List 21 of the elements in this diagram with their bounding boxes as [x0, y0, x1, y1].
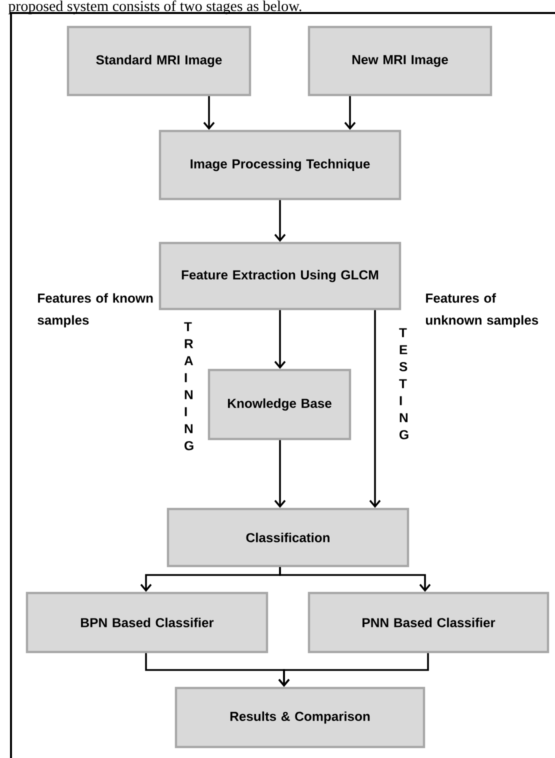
arrow [203, 96, 215, 130]
arrow [278, 653, 429, 687]
process-box: Classification [166, 508, 410, 568]
vertical-label: TRAINING [184, 322, 194, 450]
arrow [344, 96, 356, 130]
process-box: Feature Extraction Using GLCM [158, 242, 402, 310]
arrow [274, 440, 286, 508]
side-label: Features of known samples [38, 293, 153, 328]
process-box: Results & Comparison [174, 686, 426, 748]
process-box: New MRI Image [308, 26, 492, 96]
arrow [274, 310, 286, 369]
vertical-label: TESTING [399, 328, 408, 440]
side-label: Features of unknown samples [426, 293, 538, 328]
process-box: Standard MRI Image [66, 26, 252, 96]
arrow [369, 310, 381, 508]
process-box: BPN Based Classifier [26, 592, 268, 654]
arrow [274, 200, 286, 242]
arrow [279, 567, 431, 592]
process-box: Image Processing Technique [158, 130, 402, 200]
process-box: Knowledge Base [208, 368, 352, 440]
process-box: PNN Based Classifier [308, 592, 550, 654]
